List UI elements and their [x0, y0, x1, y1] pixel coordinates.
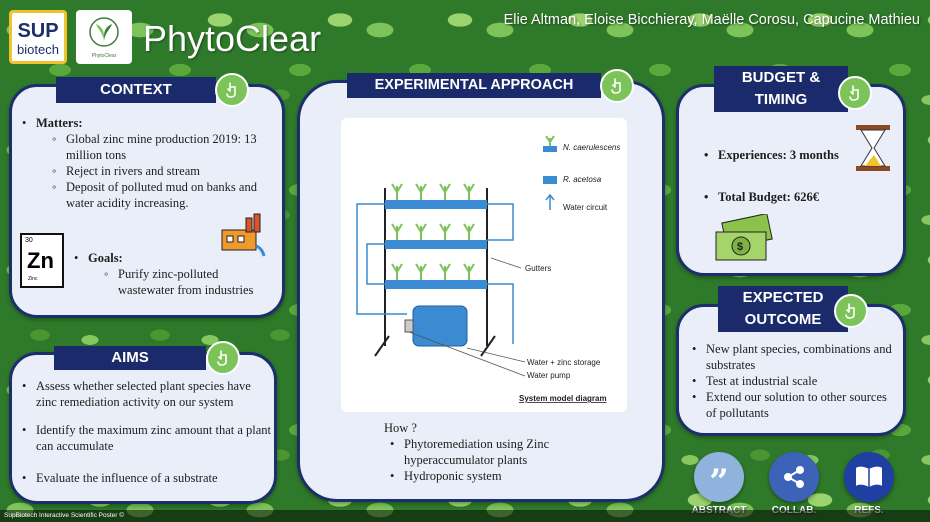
legend-plant-icon — [543, 135, 557, 152]
matters-bullet: Reject in rivers and stream — [52, 163, 272, 179]
approach-title: EXPERIMENTAL APPROACH — [347, 73, 601, 98]
aims-hand-icon[interactable] — [206, 341, 240, 375]
outcome-title-line1: EXPECTED — [742, 289, 824, 306]
budget-total: Total Budget: 626€ — [704, 189, 884, 205]
water-circuit — [356, 203, 514, 344]
supbiotech-logo[interactable]: SUP biotech — [9, 10, 67, 64]
matters-bullet: Global zinc mine production 2019: 13 mil… — [52, 131, 272, 163]
logo-text-sup: SUP — [17, 20, 59, 42]
label-storage: Water + zinc storage — [527, 358, 601, 367]
aims-item: Identify the maximum zinc amount that a … — [22, 422, 272, 454]
legend-arrow-icon — [545, 193, 555, 210]
logo-text-biotech: biotech — [17, 42, 59, 57]
outcome-item: Test at industrial scale — [692, 373, 900, 389]
share-icon — [784, 466, 804, 488]
diagram-caption: System model diagram — [519, 394, 607, 403]
how-body: How ? Phytoremediation using Zinc hypera… — [384, 420, 624, 484]
collab-button[interactable] — [769, 452, 819, 502]
label-pump: Water pump — [527, 371, 571, 380]
context-hand-icon[interactable] — [215, 73, 249, 107]
experiences-item: Experiences: 3 months — [704, 147, 864, 163]
zinc-element-icon: 30 Zn Zinc — [20, 233, 64, 288]
context-title: CONTEXT — [56, 77, 216, 103]
legend-2: R. acetosa — [563, 175, 602, 184]
goals-body: Goals: Purify zinc-polluted wastewater f… — [74, 250, 274, 298]
book-icon — [856, 466, 882, 487]
budget-title-line1: BUDGET & — [741, 69, 821, 86]
aims-item: Assess whether selected plant species ha… — [22, 378, 272, 410]
money-icon: $ — [710, 212, 774, 271]
aims-body: Assess whether selected plant species ha… — [22, 378, 272, 486]
budget-title: BUDGET & TIMING — [714, 66, 848, 112]
footer: SupBiotech Interactive Scientific Poster… — [0, 510, 930, 522]
outcome-body: New plant species, combinations and subs… — [692, 341, 900, 421]
leaf-logo-icon — [89, 17, 119, 47]
svg-text:$: $ — [737, 241, 743, 253]
outcome-hand-icon[interactable] — [834, 294, 868, 328]
context-body: Matters: Global zinc mine production 201… — [22, 115, 272, 211]
factory-icon — [218, 210, 266, 263]
legend-1: N. caerulescens — [563, 143, 620, 152]
how-item: Phytoremediation using Zinc hyperaccumul… — [390, 436, 624, 468]
gutter-2 — [385, 240, 487, 249]
legend-3: Water circuit — [563, 203, 608, 212]
refs-button[interactable] — [844, 452, 894, 502]
header: SUP biotech PhytoClear PhytoClear Elie A… — [0, 0, 930, 72]
outcome-item: Extend our solution to other sources of … — [692, 389, 900, 421]
outcome-title-line2: OUTCOME — [744, 311, 822, 328]
plants — [391, 183, 475, 280]
goals-bullet: Purify zinc-polluted wastewater from ind… — [104, 266, 274, 298]
goals-item: Goals: Purify zinc-polluted wastewater f… — [74, 250, 274, 298]
label-gutters: Gutters — [525, 264, 551, 273]
system-model-diagram: N. caerulescens R. acetosa Water circuit — [341, 118, 627, 412]
gutter-1 — [385, 200, 487, 209]
gutter-3 — [385, 280, 487, 289]
aims-item: Evaluate the influence of a substrate — [22, 470, 272, 486]
outcome-title: EXPECTED OUTCOME — [718, 286, 848, 332]
aims-title: AIMS — [54, 346, 206, 370]
budget-hand-icon[interactable] — [838, 76, 872, 110]
how-item: Hydroponic system — [390, 468, 624, 484]
poster-title: PhytoClear — [143, 18, 322, 59]
approach-hand-icon[interactable] — [600, 69, 634, 103]
how-label: How ? — [384, 421, 417, 435]
logo-caption: PhytoClear — [91, 53, 117, 59]
total-item: Total Budget: 626€ — [704, 189, 884, 205]
legend-gutter-icon — [543, 176, 557, 184]
matters-item: Matters: Global zinc mine production 201… — [22, 115, 272, 211]
storage-tank — [412, 305, 468, 347]
quote-icon: ” — [709, 462, 729, 502]
outcome-item: New plant species, combinations and subs… — [692, 341, 900, 373]
matters-bullet: Deposit of polluted mud on banks and wat… — [52, 179, 272, 211]
water-pump — [404, 319, 414, 333]
abstract-button[interactable]: ” — [694, 452, 744, 502]
phytoclear-logo: PhytoClear — [76, 10, 132, 64]
budget-panel — [676, 84, 906, 276]
budget-title-line2: TIMING — [754, 91, 808, 108]
authors: Elie Altman, Eloise Bicchieray, Maëlle C… — [503, 12, 920, 28]
hourglass-icon — [854, 123, 892, 178]
budget-experiences: Experiences: 3 months — [704, 147, 864, 163]
